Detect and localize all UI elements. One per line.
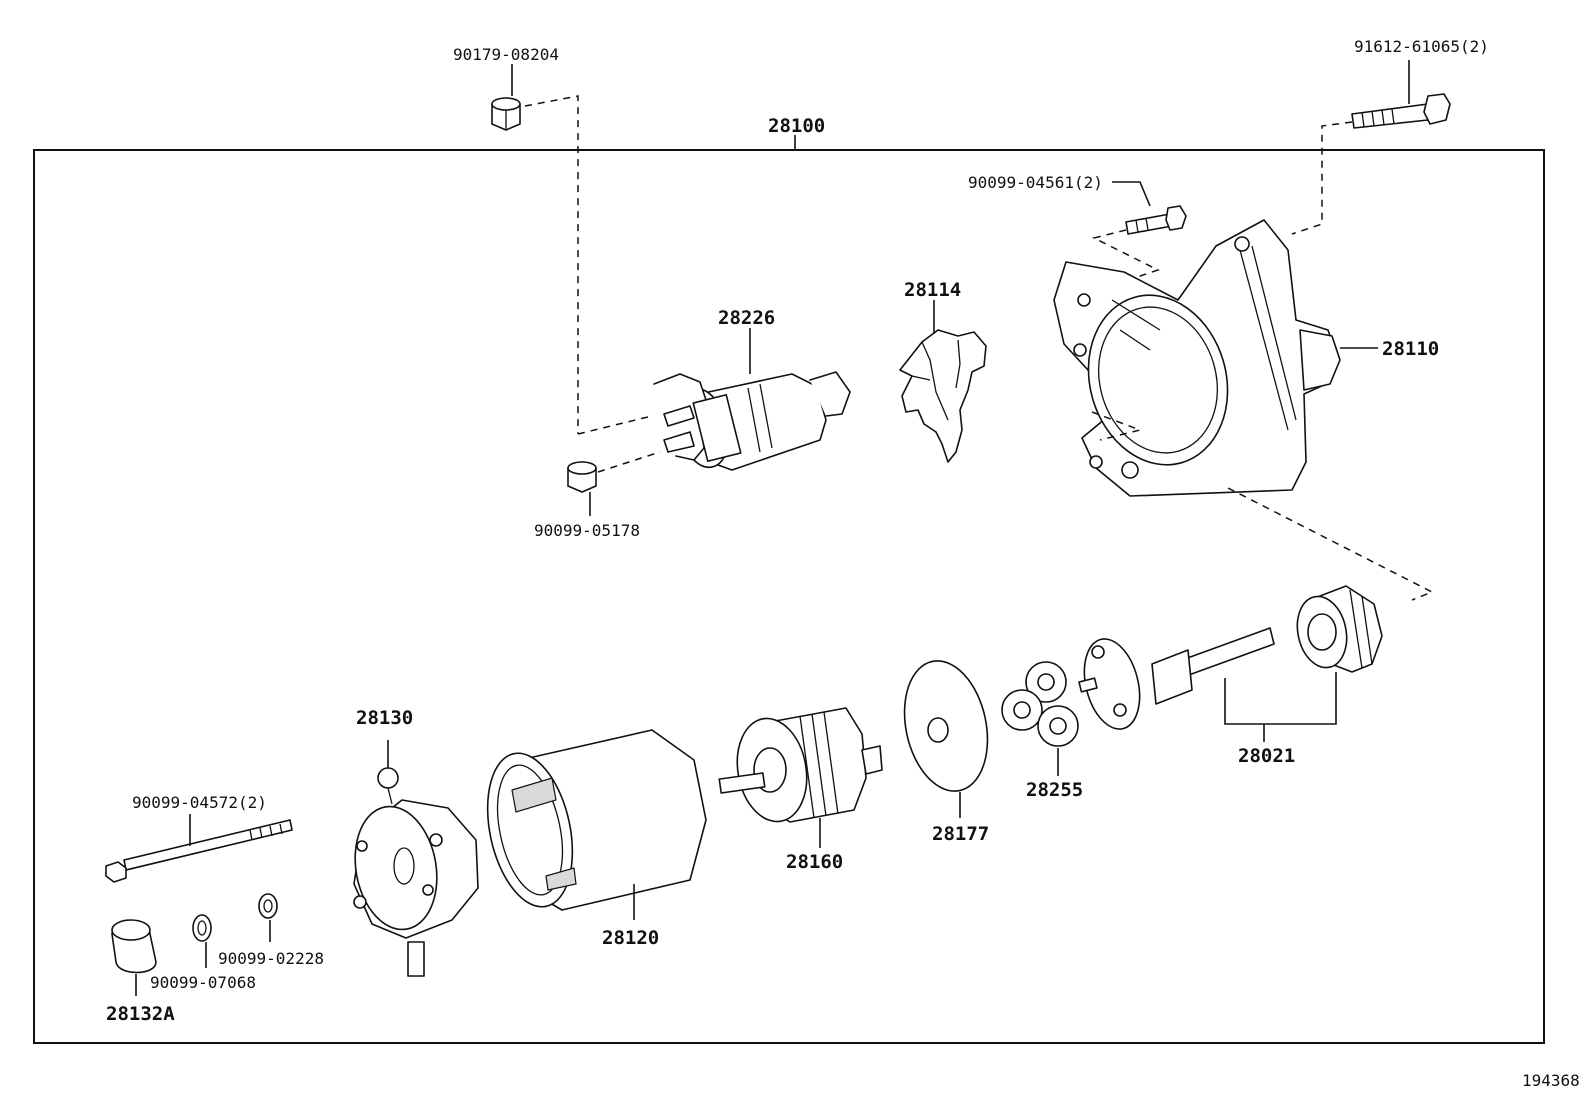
label-lever: 28114: [904, 279, 961, 301]
label-nut-solenoid: 90099-05178: [534, 521, 640, 540]
plate-part[interactable]: [893, 653, 999, 799]
label-housing: 28110: [1382, 338, 1439, 360]
label-plate: 28177: [932, 823, 989, 845]
clutch-shaft-part[interactable]: [1076, 585, 1383, 735]
label-cap: 28132A: [106, 1003, 175, 1025]
washer-a-part[interactable]: [192, 914, 212, 942]
screw-housing-part[interactable]: [1125, 205, 1187, 235]
label-armature: 28160: [786, 851, 843, 873]
label-washer-b: 90099-02228: [218, 949, 324, 968]
assembly-frame: [33, 149, 1545, 1044]
nut-solenoid-part[interactable]: [567, 461, 597, 493]
nut-top-part[interactable]: [491, 97, 521, 131]
through-bolt-part[interactable]: [105, 819, 293, 883]
planetary-gears-part[interactable]: [1001, 661, 1079, 747]
assembly-label: 28100: [768, 115, 825, 137]
armature-part[interactable]: [718, 707, 883, 827]
label-yoke: 28120: [602, 927, 659, 949]
label-through-bolt: 90099-04572(2): [132, 793, 267, 812]
label-planetary-gears: 28255: [1026, 779, 1083, 801]
yoke-part[interactable]: [475, 729, 707, 915]
end-frame-part[interactable]: [346, 767, 479, 977]
label-clutch-shaft: 28021: [1238, 745, 1295, 767]
label-washer-a: 90099-07068: [150, 973, 256, 992]
label-solenoid: 28226: [718, 307, 775, 329]
label-screw-housing: 90099-04561(2): [968, 173, 1103, 192]
solenoid-part[interactable]: [653, 371, 851, 473]
diagram-id: 194368: [1522, 1071, 1580, 1090]
cap-part[interactable]: [111, 919, 157, 974]
housing-part[interactable]: [1053, 219, 1341, 497]
label-end-frame: 28130: [356, 707, 413, 729]
lever-part[interactable]: [899, 329, 987, 463]
label-bolt-top-right: 91612-61065(2): [1354, 37, 1489, 56]
label-nut-top: 90179-08204: [453, 45, 559, 64]
bolt-top-right-part[interactable]: [1351, 93, 1451, 129]
washer-b-part[interactable]: [258, 893, 278, 919]
